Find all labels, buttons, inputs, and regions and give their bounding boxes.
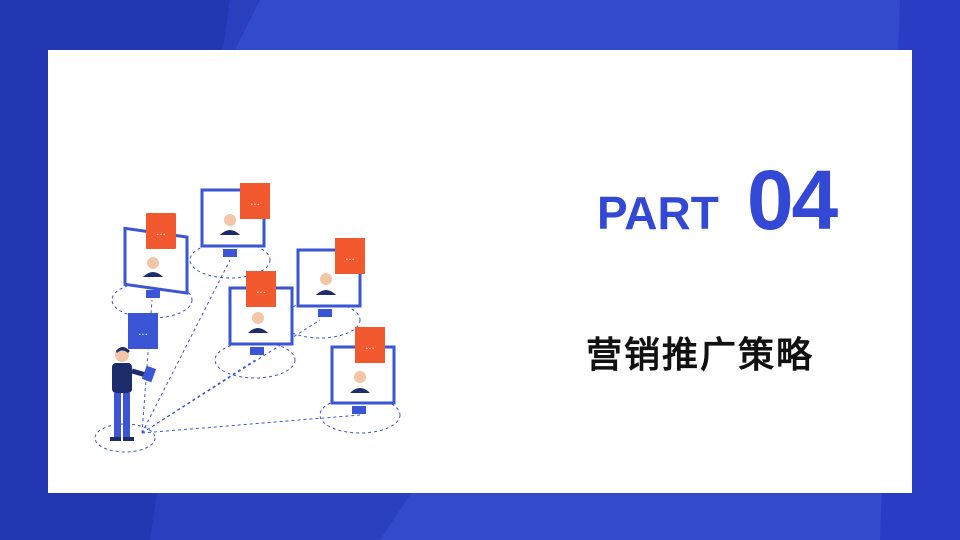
person-icon — [110, 347, 147, 441]
svg-text:...: ... — [345, 252, 355, 263]
part-number: 04 — [746, 153, 838, 247]
part-heading: PART 04 — [597, 152, 867, 247]
speech-bubble-icon: ... — [146, 213, 176, 249]
network-illustration: ... ... ... ... ... — [94, 183, 401, 453]
svg-text:...: ... — [138, 327, 148, 338]
speech-bubble-icon: ... — [128, 313, 158, 349]
content-card — [48, 50, 912, 493]
speech-bubble-icon: ... — [240, 183, 270, 219]
tablet-icon — [141, 365, 157, 383]
svg-text:...: ... — [365, 341, 375, 352]
svg-text:...: ... — [156, 227, 166, 238]
speech-bubble-icon: ... — [335, 238, 365, 274]
speech-bubble-icon: ... — [355, 327, 385, 363]
part-label: PART — [597, 187, 719, 239]
speech-bubble-icon: ... — [246, 271, 276, 307]
svg-text:...: ... — [256, 285, 266, 296]
section-title: 营销推广策略 — [586, 335, 815, 376]
svg-text:...: ... — [250, 197, 260, 208]
